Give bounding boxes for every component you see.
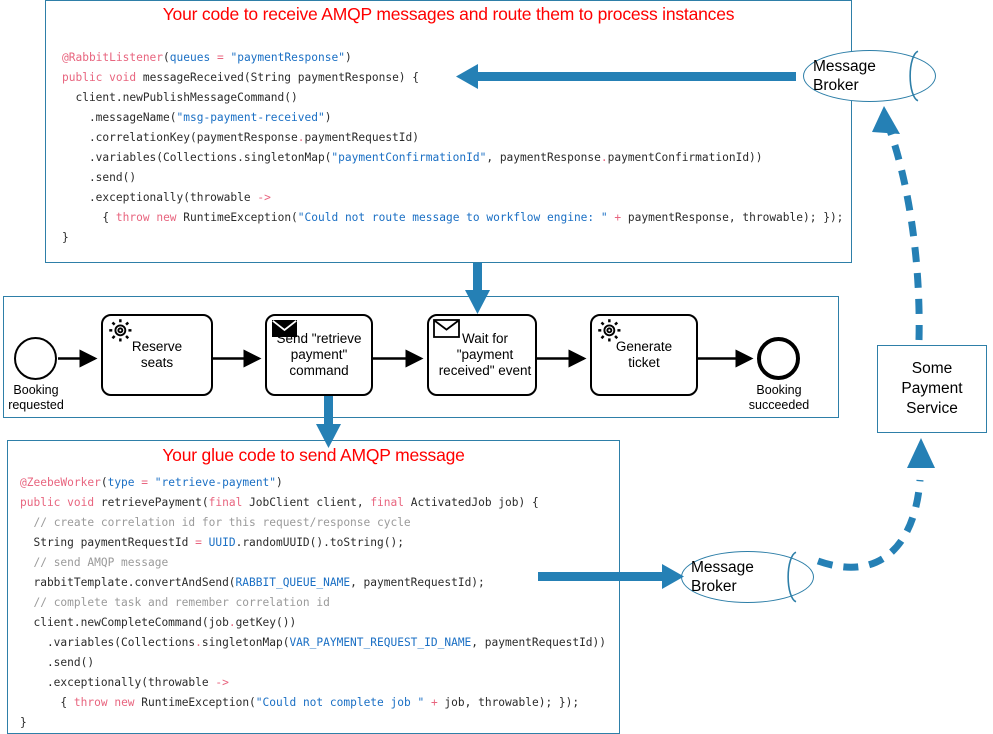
bpmn-task-label: Reserve seats [131, 339, 183, 370]
broker-label-line1: Message [691, 559, 754, 576]
top-code-block: @RabbitListener(queues = "paymentRespons… [62, 51, 844, 244]
broker-label-line2: Broker [691, 578, 737, 595]
database-cylinder-icon [681, 551, 814, 603]
bpmn-task-wait-payment-received: Wait for "payment received" event [427, 314, 537, 396]
top-panel-title: Your code to receive AMQP messages and r… [162, 4, 735, 24]
broker-label-line1: Message [813, 58, 876, 75]
bpmn-end-event [757, 337, 800, 380]
message-broker-bottom-label: Message Broker [691, 551, 754, 603]
some-payment-service-box: Some Payment Service [877, 345, 987, 433]
dashed-arrowhead-to-broker-top [872, 106, 900, 134]
bpmn-task-label: Wait for "payment received" event [438, 331, 532, 378]
bpmn-start-event-label: Booking requested [8, 383, 64, 412]
dashed-flow-payment-service-to-broker-top [884, 123, 923, 341]
message-broker-top: Message Broker [803, 50, 936, 102]
dashed-flow-broker-bottom-to-payment-service [816, 479, 924, 571]
broker-label-line2: Broker [813, 77, 859, 94]
message-broker-top-label: Message Broker [813, 50, 876, 102]
message-broker-bottom: Message Broker [681, 551, 814, 603]
bottom-code-block: @ZeebeWorker(type = "retrieve-payment") … [20, 476, 607, 729]
bpmn-task-reserve-seats: Reserve seats [101, 314, 213, 396]
bpmn-start-event [14, 337, 57, 380]
bottom-panel-title: Your glue code to send AMQP message [162, 445, 465, 465]
some-payment-service-label: Some Payment Service [901, 360, 963, 417]
dashed-arrowhead-to-payment-service [907, 438, 935, 468]
bpmn-task-send-retrieve-payment: Send "retrieve payment" command [265, 314, 373, 396]
top-code-panel [45, 0, 852, 263]
bpmn-task-label: Generate ticket [615, 339, 673, 370]
bpmn-task-label: Send "retrieve payment" command [276, 331, 362, 378]
database-cylinder-icon [803, 50, 936, 102]
bpmn-end-event-label: Booking succeeded [748, 383, 810, 412]
bpmn-task-generate-ticket: Generate ticket [590, 314, 698, 396]
